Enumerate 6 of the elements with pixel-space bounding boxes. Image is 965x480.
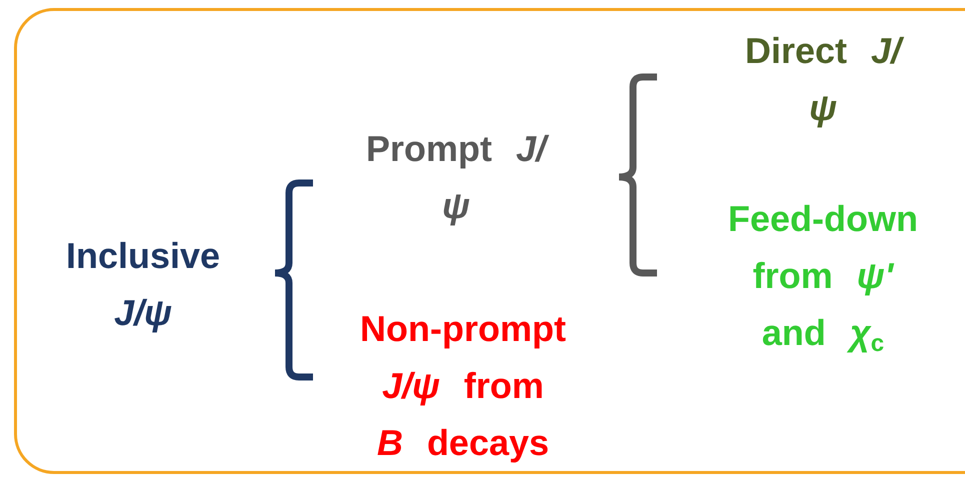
text-label: Feed-down from ψ' and χ$_{c}$ xyxy=(727,197,919,359)
rounded-frame xyxy=(14,8,965,474)
text-label: Prompt J/ψ xyxy=(356,120,556,234)
text-label: Non-prompt J/ψ from B decays xyxy=(359,307,567,465)
text-label: Direct J/ψ xyxy=(738,22,908,136)
text-label: Inclusive J/ψ xyxy=(64,234,222,335)
